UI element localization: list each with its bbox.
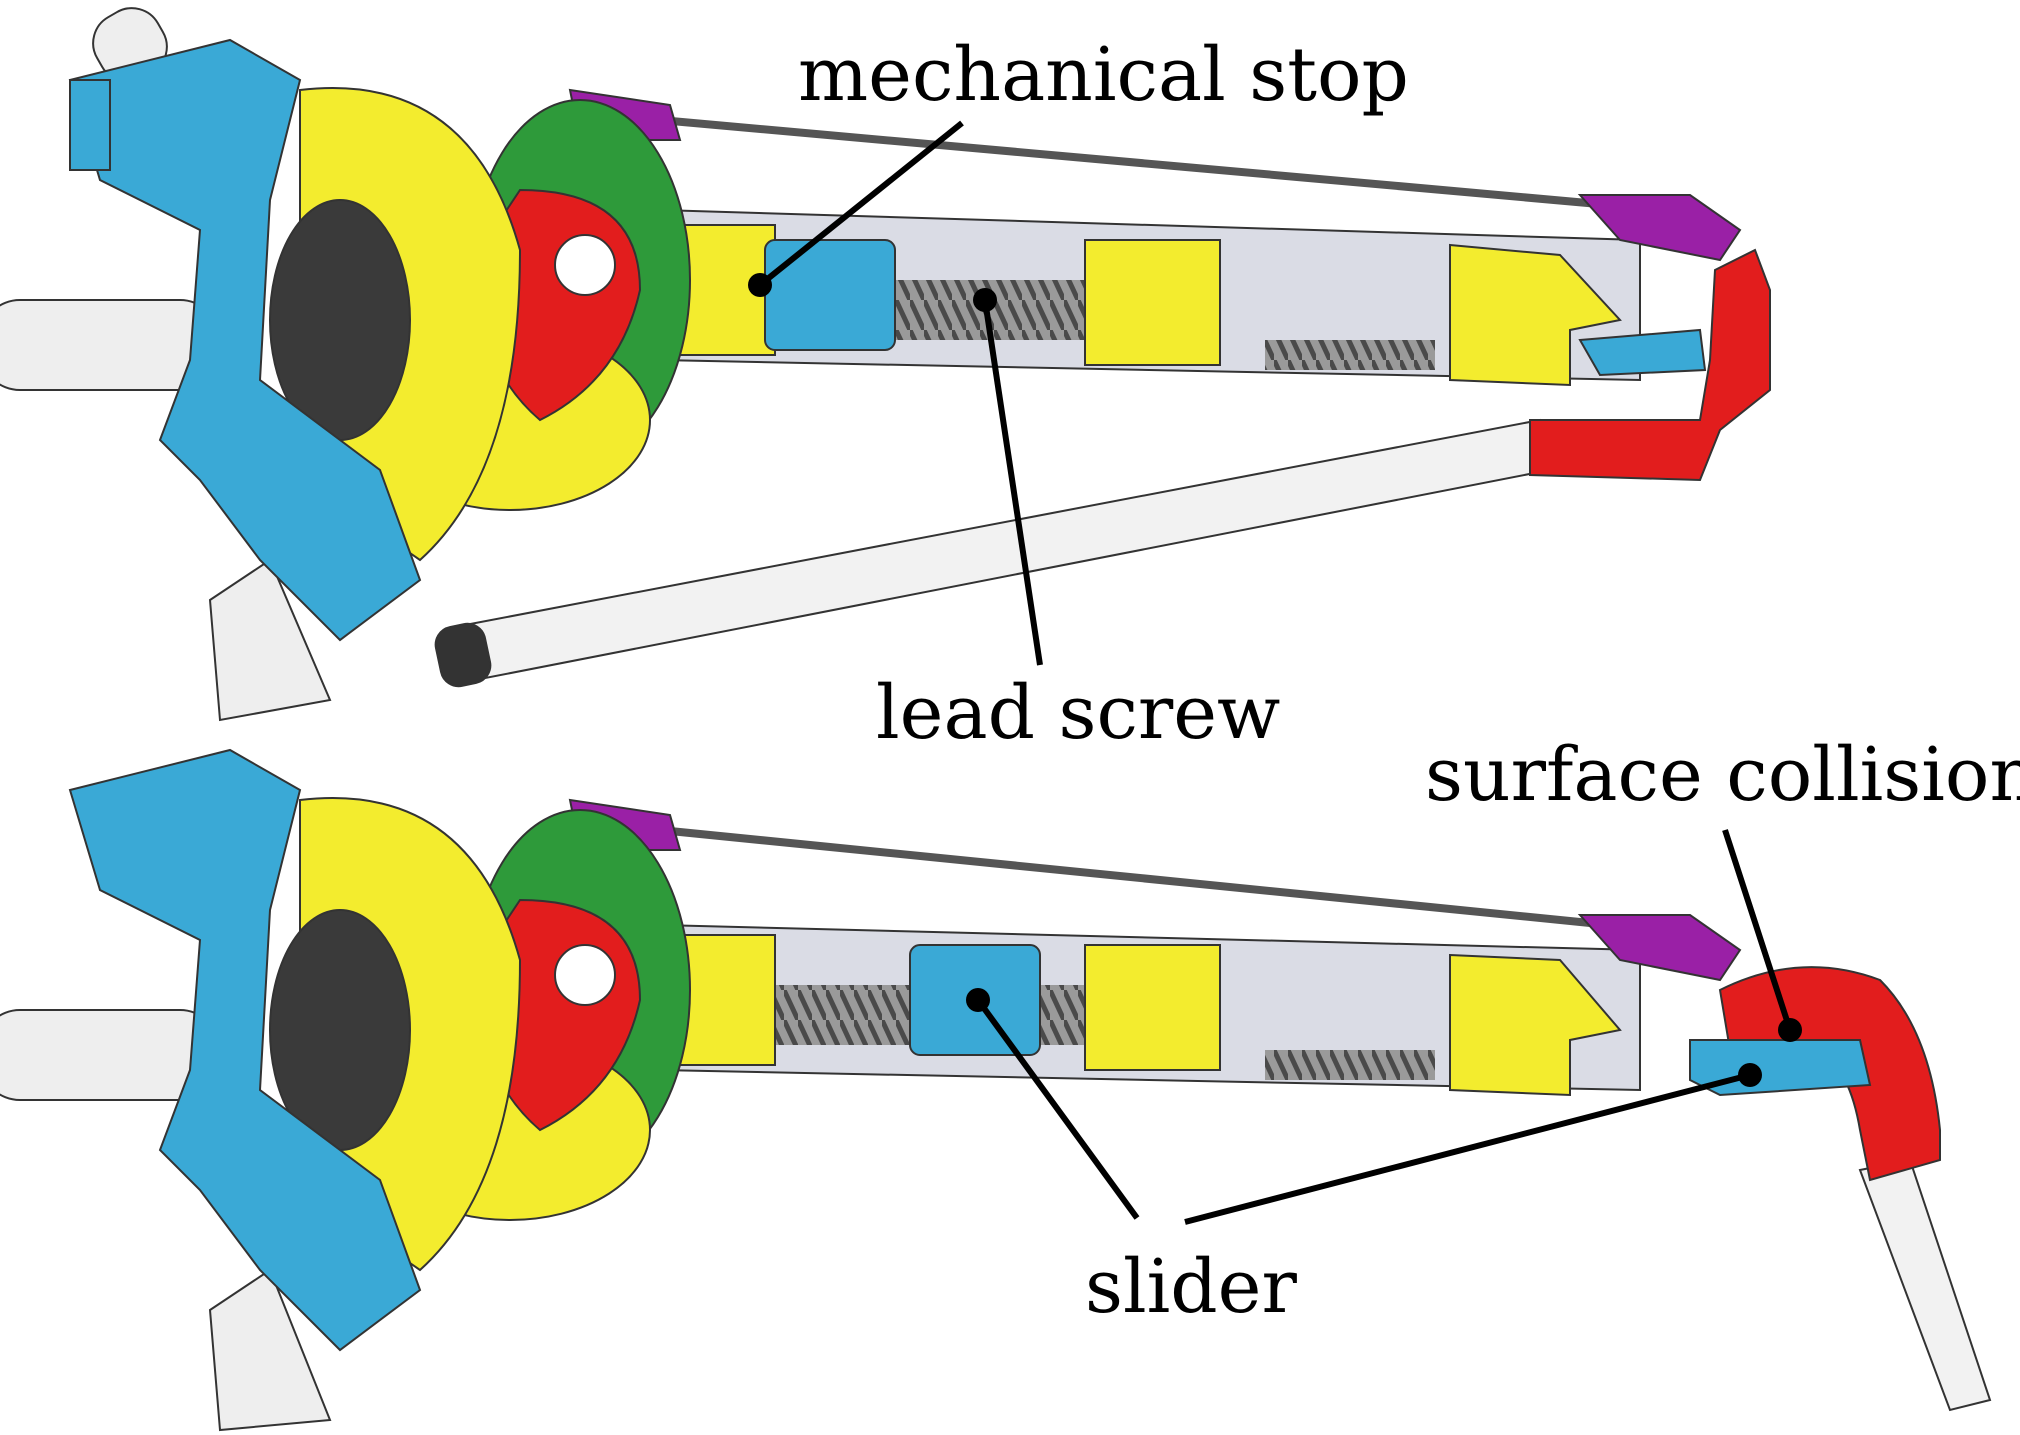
mechanical-stop-dot — [748, 273, 772, 297]
bottom-lower-leg — [208, 1268, 332, 1432]
top-yellow-end — [1449, 243, 1622, 387]
top-red-cap-hole — [554, 234, 616, 296]
lead-screw-dot — [973, 288, 997, 312]
bottom-red-cap-hole — [554, 944, 616, 1006]
slider-dot-left — [966, 988, 990, 1012]
top-purple-clamp-right — [1577, 194, 1742, 262]
bottom-blue-link — [1689, 1039, 1872, 1097]
lead-screw-label: lead screw — [876, 670, 1280, 756]
lead-screw-leader — [982, 299, 1043, 666]
top-lower-leg — [208, 558, 332, 722]
bottom-assembly — [0, 748, 1992, 1432]
bottom-purple-clamp-right — [1577, 914, 1742, 982]
bottom-yellow-collar-mid — [1084, 944, 1221, 1071]
top-yellow-collar-mid — [1084, 239, 1221, 366]
top-blue-hub — [68, 38, 422, 642]
bottom-yellow-end — [1449, 953, 1622, 1097]
top-assembly — [0, 7, 1771, 722]
bottom-blue-hub — [68, 748, 422, 1352]
slider-leader-left — [975, 998, 1140, 1220]
surface-collision-dot — [1778, 1018, 1802, 1042]
bottom-spring — [1265, 1050, 1435, 1080]
mechanical-stop-leader — [758, 120, 964, 288]
annotations: mechanical stop lead screw surface colli… — [748, 32, 2020, 1330]
top-cable — [659, 116, 1611, 209]
bottom-cable — [659, 826, 1611, 929]
mechanical-stop-label: mechanical stop — [798, 32, 1409, 118]
top-spring — [1265, 340, 1435, 370]
slider-label: slider — [1085, 1244, 1297, 1330]
top-blue-link — [1578, 328, 1707, 377]
top-hub-bolt-block — [69, 79, 111, 171]
slider-leader-right — [1184, 1072, 1751, 1225]
top-blue-slider — [764, 239, 896, 351]
surface-collision-label: surface collision — [1425, 732, 2020, 818]
top-red-foot — [1529, 248, 1771, 482]
bottom-white-rod — [1858, 1158, 1992, 1412]
top-rod-cap — [434, 622, 492, 688]
surface-collision-leader — [1722, 829, 1793, 1031]
slider-dot-right — [1738, 1063, 1762, 1087]
